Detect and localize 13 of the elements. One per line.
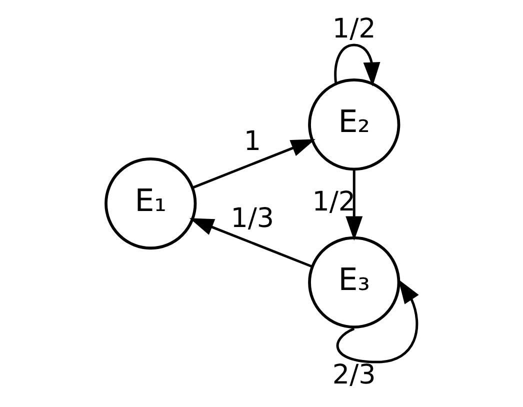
arrow	[189, 218, 312, 268]
edge-label: 1/2	[332, 14, 376, 45]
node-circle: E₂	[308, 78, 400, 171]
edge-label: 1/2	[312, 186, 356, 218]
edge-label: 1/3	[230, 203, 274, 234]
edge-label: 2/3	[332, 360, 376, 391]
arrow	[336, 279, 419, 364]
arrow	[192, 139, 316, 189]
edge-label: 1	[244, 126, 261, 157]
arrow	[334, 44, 380, 87]
node-circle: E₁	[104, 157, 197, 250]
node-circle: E₃	[308, 236, 400, 329]
arrow	[346, 170, 363, 241]
